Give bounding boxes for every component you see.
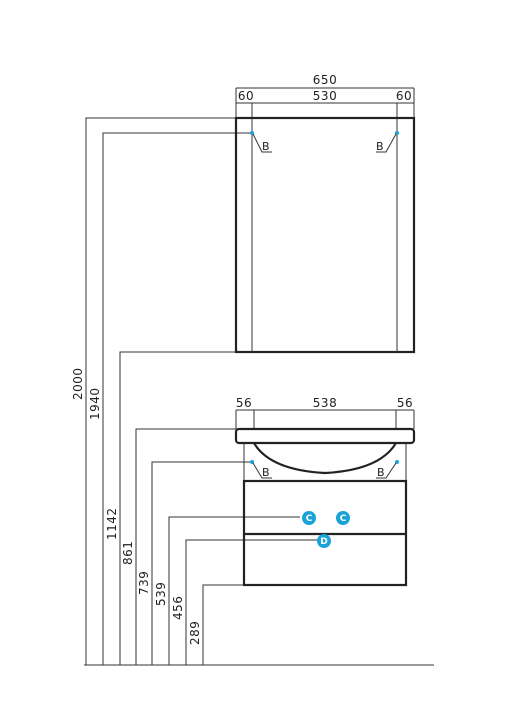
height-label-1940: 1940 — [88, 387, 102, 420]
mirror-dimensions: 650 60 530 60 — [235, 73, 415, 118]
guide-2000 — [85, 117, 236, 665]
drain-connection-label: D — [320, 537, 327, 547]
vanity-left-overhang: 56 — [236, 396, 252, 410]
height-label-289: 289 — [188, 621, 202, 645]
height-label-1142: 1142 — [105, 507, 119, 540]
basin: B B — [234, 427, 416, 481]
connection-markers: C C D — [302, 511, 350, 548]
mirror-right-margin: 60 — [396, 89, 412, 103]
guide-289 — [202, 584, 244, 665]
mirror-frame — [234, 116, 416, 354]
basin-top — [234, 427, 416, 445]
guide-1142 — [119, 351, 236, 665]
guide-456 — [185, 539, 318, 665]
height-label-456: 456 — [171, 596, 185, 620]
water-connection-marker-1 — [302, 511, 316, 525]
guide-1940 — [102, 132, 252, 665]
vanity-dimensions: 56 538 56 — [235, 396, 415, 429]
guide-739 — [151, 461, 252, 665]
guide-539 — [168, 516, 300, 665]
mirror-overall-width: 650 — [313, 73, 337, 87]
vanity-basin-width: 538 — [313, 396, 337, 410]
mount-leader-mirror-left — [252, 133, 272, 153]
height-guides — [85, 117, 318, 665]
water-connection-marker-2 — [336, 511, 350, 525]
height-label-861: 861 — [121, 541, 135, 565]
mirror-cabinet: B B — [234, 116, 416, 354]
mount-leader-vanity-right — [376, 462, 397, 479]
guide-861 — [135, 428, 236, 665]
height-label-739: 739 — [137, 571, 151, 595]
mount-label-vanity-right: B — [377, 466, 385, 479]
height-label-2000: 2000 — [71, 367, 85, 400]
drain-connection-marker — [317, 534, 331, 548]
mount-leader-vanity-left — [252, 462, 272, 479]
mirror-center-width: 530 — [313, 89, 337, 103]
mount-leader-mirror-right — [376, 133, 397, 153]
vanity-right-overhang: 56 — [397, 396, 413, 410]
water-connection-label-2: C — [340, 514, 347, 524]
vanity-cabinet — [242, 479, 408, 587]
mirror-left-margin: 60 — [238, 89, 254, 103]
mount-label-mirror-left: B — [262, 140, 270, 153]
height-labels: 2000 1940 1142 861 739 539 456 289 — [71, 367, 202, 645]
water-connection-label-1: C — [306, 514, 313, 524]
height-label-539: 539 — [154, 582, 168, 606]
mount-label-vanity-left: B — [262, 466, 270, 479]
basin-bowl — [253, 442, 397, 475]
mount-label-mirror-right: B — [376, 140, 384, 153]
